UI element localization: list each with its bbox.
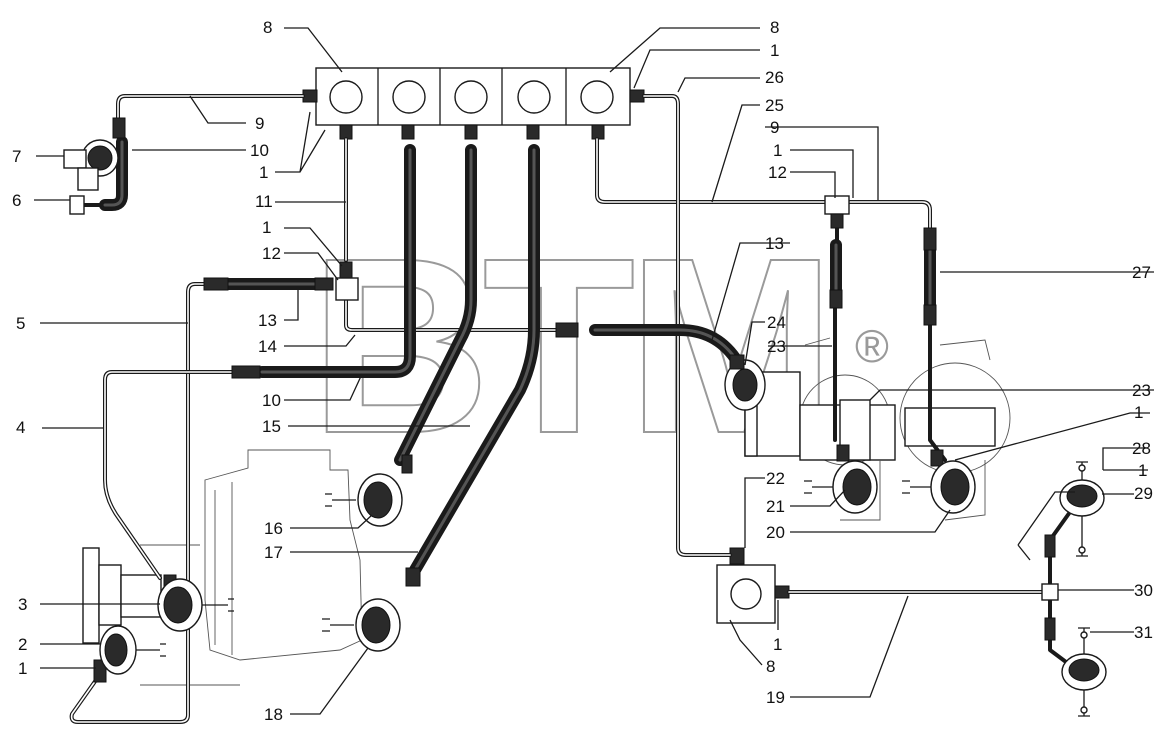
callout-label: 24 xyxy=(767,313,786,332)
callout-label: 13 xyxy=(765,234,784,253)
callout-label: 26 xyxy=(765,68,784,87)
valve-box-lower xyxy=(716,547,790,624)
callout-label: 2 xyxy=(18,635,27,654)
callout-label: 1 xyxy=(773,635,782,654)
callout-label: 1 xyxy=(259,163,268,182)
callout-label: 10 xyxy=(262,391,281,410)
callout-label: 20 xyxy=(766,523,785,542)
brake-chamber-3 xyxy=(157,578,234,632)
callout-label: 22 xyxy=(766,469,785,488)
callout-label: 8 xyxy=(766,657,775,676)
callout-label: 7 xyxy=(12,147,21,166)
callout-label: 8 xyxy=(263,18,272,37)
brake-chamber-31 xyxy=(1061,627,1107,717)
callout-label: 21 xyxy=(766,497,785,516)
components xyxy=(63,139,1107,717)
tee-12-right xyxy=(824,195,850,215)
callout-label: 9 xyxy=(255,114,264,133)
brake-chamber-18 xyxy=(322,598,401,652)
callout-label: 1 xyxy=(262,218,271,237)
callout-label: 1 xyxy=(770,41,779,60)
brake-chamber-24 xyxy=(724,354,766,411)
valve-7 xyxy=(63,139,119,215)
callout-label: 25 xyxy=(765,96,784,115)
brake-chamber-21 xyxy=(804,460,878,514)
callout-label: 4 xyxy=(16,418,25,437)
callout-label: 15 xyxy=(262,417,281,436)
callout-label: 6 xyxy=(12,191,21,210)
callout-label: 17 xyxy=(264,543,283,562)
valve-port-icon xyxy=(580,80,614,114)
callout-label: 29 xyxy=(1134,484,1153,503)
callout-label: 11 xyxy=(255,192,273,211)
callout-label: 23 xyxy=(767,337,786,356)
brake-chamber-29 xyxy=(1059,461,1105,557)
callout-label: 8 xyxy=(770,18,779,37)
callout-label: 9 xyxy=(770,118,779,137)
leader-lines xyxy=(34,27,1154,715)
callout-label: 1 xyxy=(773,141,782,160)
brake-chamber-20 xyxy=(902,460,976,514)
callout-label: 14 xyxy=(258,337,277,356)
callout-label: 16 xyxy=(264,519,283,538)
valve-port-icon xyxy=(329,80,363,114)
callout-label: 27 xyxy=(1132,263,1151,282)
valve-port-icon xyxy=(454,80,488,114)
tee-12-left xyxy=(339,261,353,279)
callout-labels: 8 8 1 26 25 9 9 7 10 6 1 11 1 12 1 12 13… xyxy=(12,18,1153,724)
callout-label: 1 xyxy=(1134,403,1143,422)
fittings xyxy=(93,117,1059,683)
watermark-registered-symbol: ® xyxy=(855,320,889,372)
callout-label: 19 xyxy=(766,688,785,707)
valve-manifold xyxy=(302,67,645,140)
callout-label: 18 xyxy=(264,705,283,724)
callout-label: 13 xyxy=(258,311,277,330)
brake-chamber-16 xyxy=(325,473,403,527)
callout-label: 12 xyxy=(262,244,281,263)
callout-label: 23 xyxy=(1132,381,1151,400)
callout-label: 28 xyxy=(1132,439,1151,458)
valve-port-icon xyxy=(392,80,426,114)
callout-label: 30 xyxy=(1134,581,1153,600)
callout-label: 3 xyxy=(18,595,27,614)
callout-label: 12 xyxy=(768,163,787,182)
callout-label: 5 xyxy=(16,314,25,333)
callout-label: 10 xyxy=(250,141,269,160)
callout-label: 1 xyxy=(1138,461,1147,480)
valve-port-icon xyxy=(730,578,762,610)
brake-hoses xyxy=(99,136,936,576)
valve-port-icon xyxy=(517,80,551,114)
callout-label: 1 xyxy=(18,659,27,678)
brake-lines xyxy=(69,94,1072,724)
callout-label: 31 xyxy=(1134,623,1153,642)
brake-chamber-2 xyxy=(99,625,166,675)
